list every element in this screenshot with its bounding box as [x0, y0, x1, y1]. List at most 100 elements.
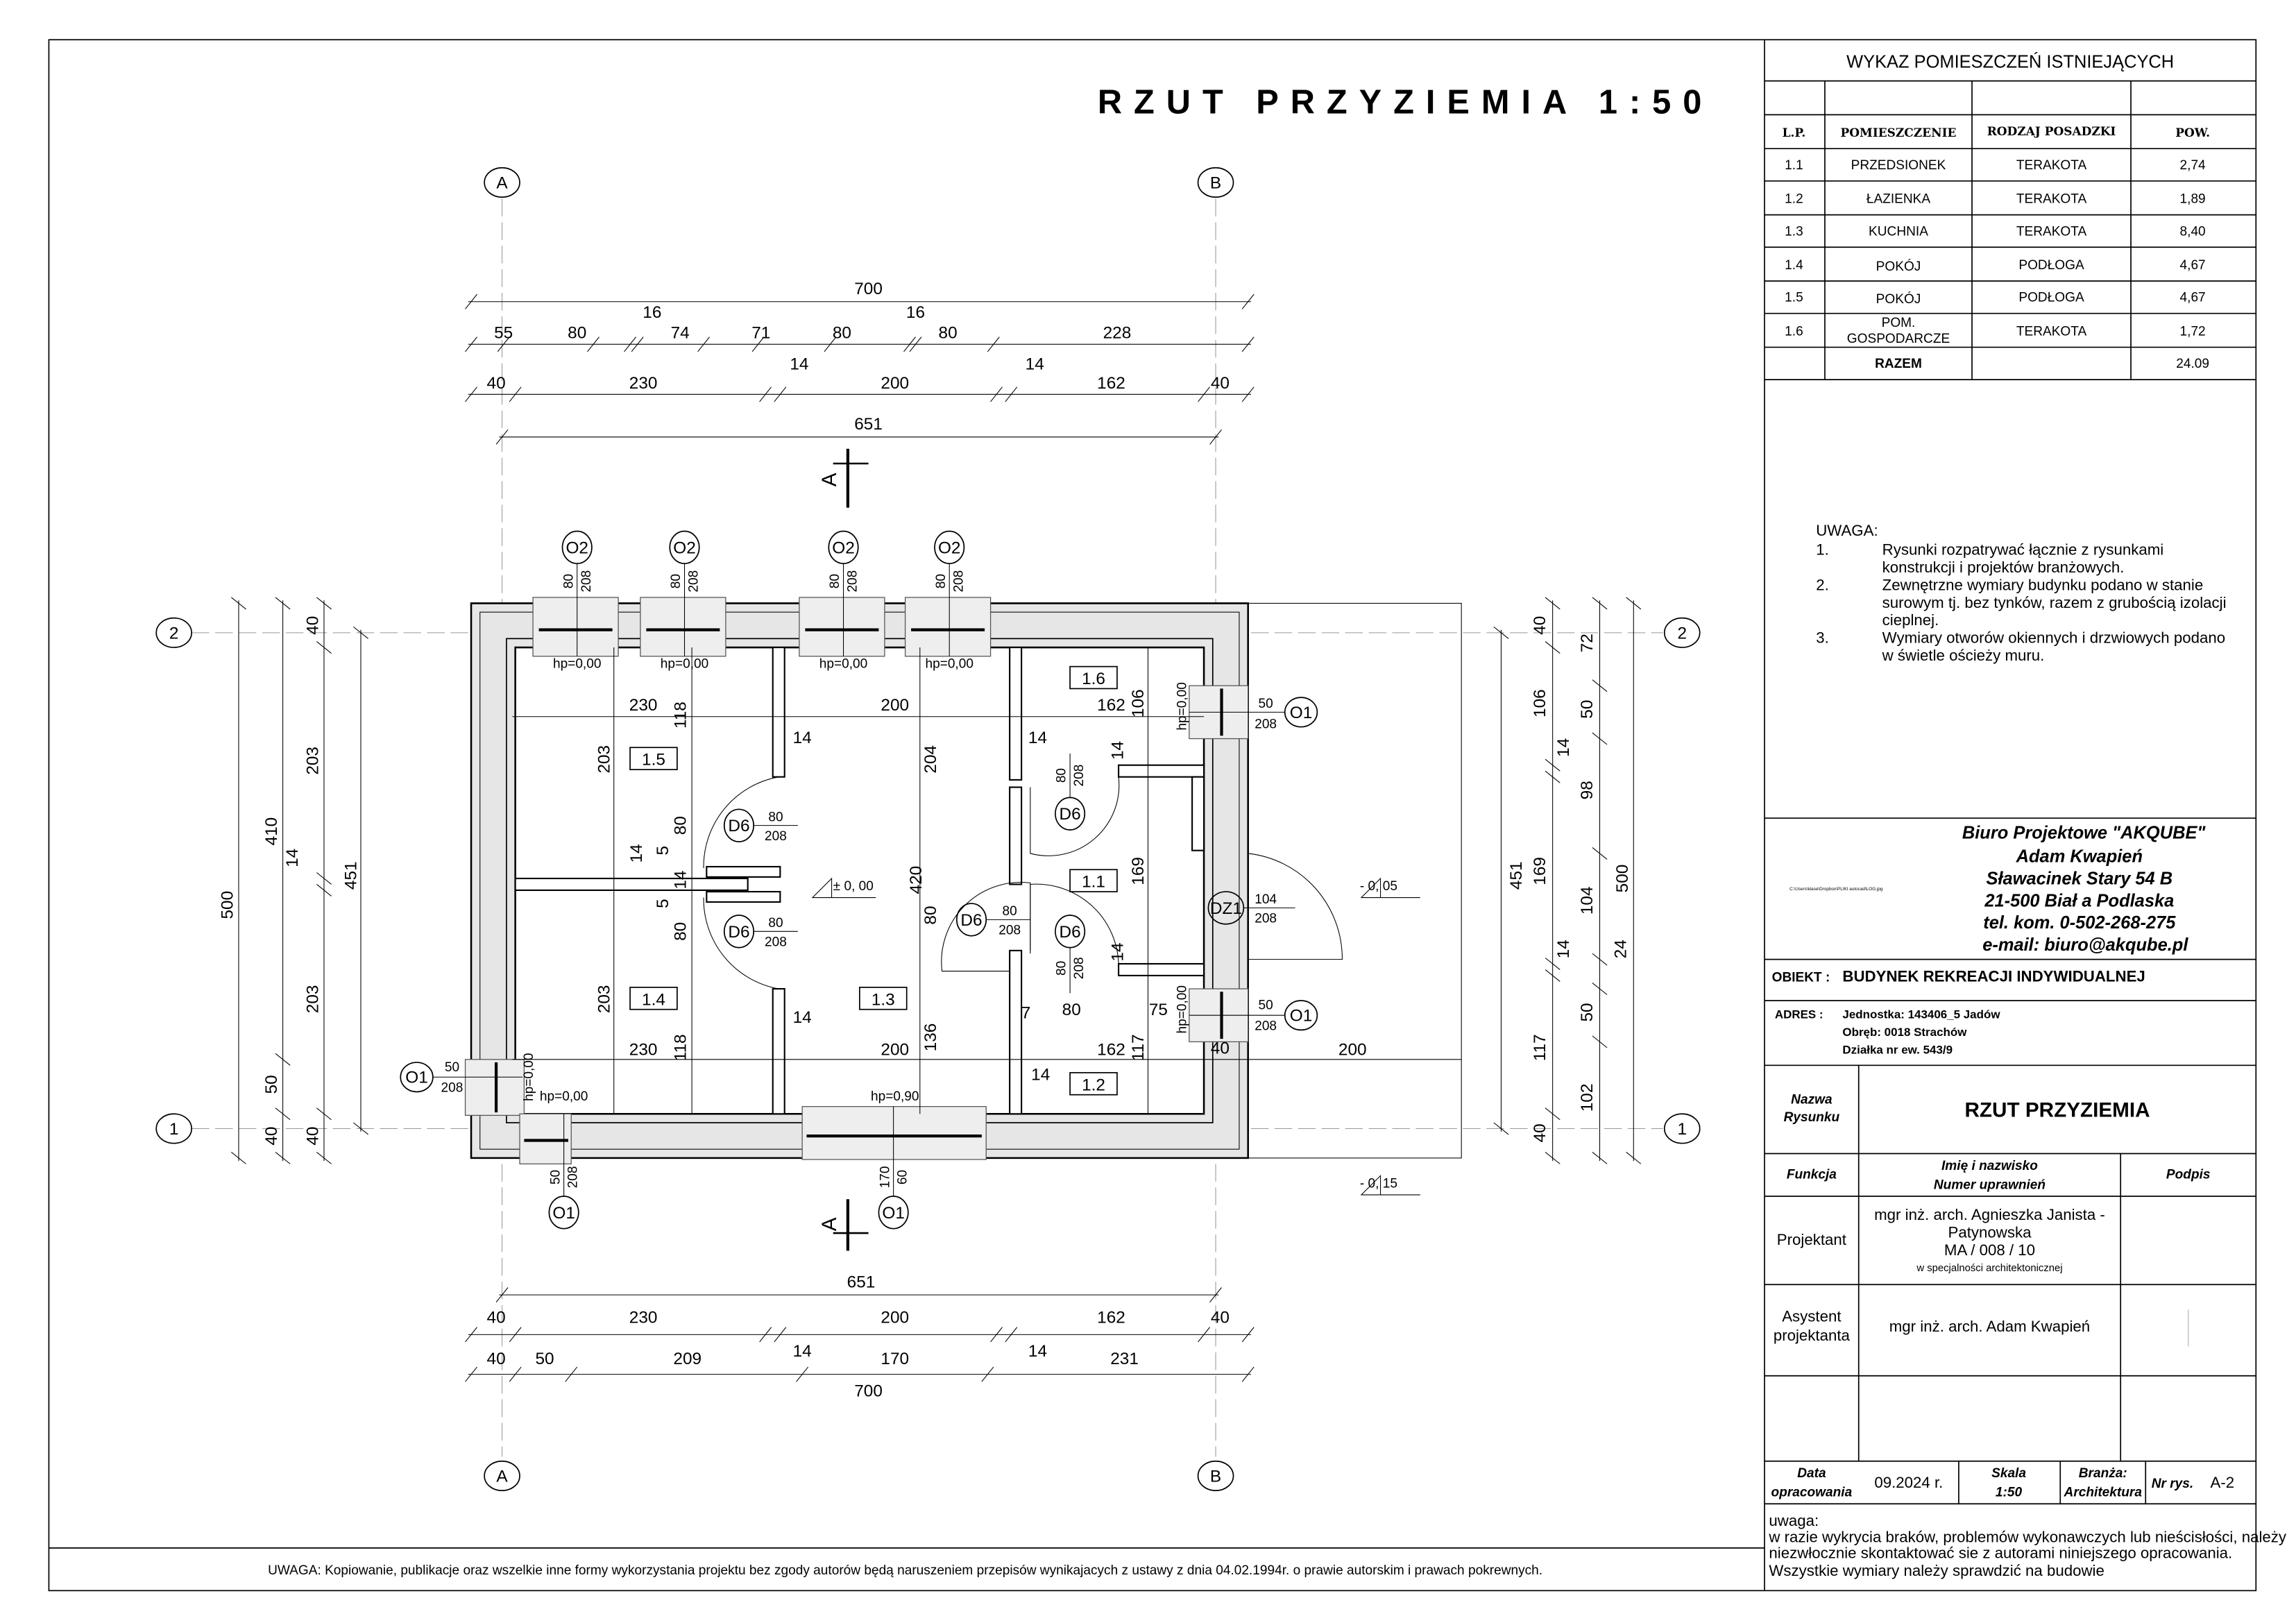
header-area: POW.: [2175, 126, 2210, 139]
dim-label: 55: [494, 324, 513, 343]
dimension-tick: [587, 337, 599, 352]
sill-height: hp=0,00: [540, 1089, 588, 1104]
dim-label: 169: [1531, 857, 1549, 885]
cell-lp: 1.1: [1785, 158, 1803, 173]
sill-height: hp=0,00: [661, 657, 709, 672]
tag-label: D6: [960, 911, 982, 930]
room-tag: 1.3: [859, 987, 908, 1010]
dim-label: 14: [1026, 355, 1044, 373]
table-row: 1.5 POKÓJ PODŁOGA 4,67: [1785, 291, 2206, 307]
tag-label: D6: [1060, 923, 1081, 942]
dimension-tick: [987, 337, 1000, 352]
tag-label: DZ1: [1210, 899, 1242, 918]
dim-label: 14: [793, 729, 812, 747]
dim-label: 80: [672, 816, 690, 835]
interior-wall: [1118, 764, 1205, 778]
dimension-tick: [1545, 1152, 1561, 1164]
dim-label: 40: [487, 374, 506, 393]
window-o2: [904, 597, 992, 657]
dimension-tick: [316, 1107, 332, 1121]
window-width: 50: [548, 1170, 563, 1184]
door-width: 80: [1055, 961, 1069, 976]
drawing-name-label: Rysunku: [1784, 1110, 1840, 1125]
dimension-tick: [316, 872, 332, 885]
dim-label: 230: [629, 1308, 658, 1327]
dim-label: 106: [1129, 689, 1148, 717]
dimension-tick: [1493, 1122, 1509, 1135]
note-text: cieplnej.: [1882, 611, 1939, 629]
dimension-tick: [465, 1327, 477, 1343]
dim-label: 200: [881, 374, 909, 393]
dim-label: 24: [1612, 940, 1631, 958]
dimension-tick: [1545, 758, 1561, 772]
dimension-ticks: [231, 294, 1642, 1382]
note-text: Wymiary otworów okiennych i drzwiowych p…: [1882, 629, 2225, 647]
dim-label: 14: [1108, 942, 1127, 961]
dim-label: 74: [671, 324, 690, 343]
window-width: 50: [1259, 999, 1273, 1013]
drawing-number-label: Nr rys.: [2152, 1477, 2193, 1491]
total-area: 24.09: [2176, 357, 2209, 371]
dim-label: 420: [907, 866, 926, 894]
cell-room-line2: GOSPODARCZE: [1847, 332, 1950, 346]
axis-marker-b-bottom: B: [1197, 1460, 1234, 1491]
window-o1-kitchen: [801, 1106, 987, 1160]
table-row: 1.1 PRZEDSIONEK TERAKOTA 2,74: [1785, 158, 2206, 173]
cell-area: 4,67: [2180, 258, 2206, 273]
dimension-tick: [631, 337, 644, 352]
dimensions-inner: 230 200 162 118 106 203 204 14 14 14 80 …: [595, 689, 1366, 1084]
dim-label: 14: [283, 849, 302, 867]
dimension-tick: [774, 1327, 787, 1343]
tag-label: D6: [728, 923, 749, 942]
dim-label: 118: [672, 1034, 690, 1061]
window-o1: [464, 1059, 525, 1116]
dimension-tick: [1545, 641, 1561, 654]
total-label: RAZEM: [1875, 357, 1922, 371]
dimension-tick: [565, 1366, 578, 1382]
office-info: Biuro Projektowe "AKQUBE" Adam Kwapień S…: [1962, 824, 2206, 955]
window-height: 208: [1255, 1019, 1277, 1033]
dimensions-top: 700 55 80 16 74 71 80 16 80 228 40 230 1…: [487, 280, 1230, 434]
dim-label: 170: [881, 1350, 909, 1368]
dim-label: 80: [921, 906, 940, 924]
designer-name: Patynowska: [1948, 1223, 2032, 1241]
interior-wall: [1191, 776, 1205, 851]
dim-label: 14: [793, 1008, 812, 1027]
office-street: Sławacinek Stary 54 B: [1986, 869, 2172, 888]
tag-label: O2: [673, 538, 696, 557]
dimension-tick: [1626, 1152, 1642, 1164]
interior-wall: [1009, 786, 1023, 885]
dimension-tick: [909, 337, 922, 352]
axis-label: 1: [1677, 1120, 1687, 1139]
drawing-name: RZUT PRZYZIEMIA: [1964, 1099, 2150, 1122]
header-floor: RODZAJ POSADZKI: [1987, 124, 2116, 138]
dim-label: 651: [847, 1273, 876, 1292]
dim-label: 451: [1507, 861, 1526, 890]
dim-label: 50: [1578, 700, 1597, 719]
axis-marker-b: B: [1197, 167, 1234, 198]
tag-label: O2: [566, 538, 588, 557]
dim-label: 14: [1028, 729, 1047, 747]
axis-label: 2: [169, 624, 179, 643]
dim-label: 16: [906, 303, 925, 322]
room-number: 1.3: [871, 990, 895, 1009]
dimension-tick: [465, 386, 477, 402]
assistant-role: Asystent: [1782, 1307, 1842, 1325]
dimension-tick: [697, 337, 710, 352]
dim-label: 200: [881, 1040, 909, 1059]
section-label: A: [818, 473, 841, 486]
dimension-tick: [1545, 969, 1561, 982]
dimension-tick: [275, 1152, 291, 1164]
axis-label: 1: [169, 1120, 179, 1139]
dim-label: 203: [303, 747, 322, 775]
window-height: 208: [951, 570, 966, 593]
dimensions-right: 451 40 106 14 169 14 117 40 72 50 98 104…: [1507, 616, 1632, 1143]
dim-label: 136: [921, 1023, 940, 1052]
interior-wall: [772, 987, 785, 1115]
dimension-tick: [1241, 294, 1255, 309]
note-number: 1.: [1816, 541, 1829, 558]
